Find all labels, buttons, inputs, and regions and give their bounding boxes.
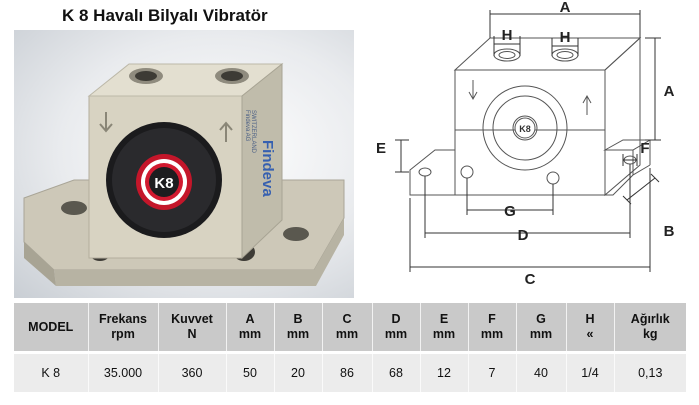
header-line2: mm xyxy=(335,327,359,341)
header-line1: Frekans xyxy=(99,312,147,326)
header-h: H« xyxy=(566,303,615,353)
header-line2: mm xyxy=(529,327,553,341)
header-line2: mm xyxy=(432,327,456,341)
header-line2: mm xyxy=(238,327,262,341)
cell-c: 86 xyxy=(322,351,373,392)
header-line1: G xyxy=(536,312,546,326)
cell-model: K 8 xyxy=(14,351,89,392)
dimension-drawing: A H H A E F G D C B K8 xyxy=(376,0,675,288)
cell-h: 1/4 xyxy=(566,351,615,392)
header-line2: mm xyxy=(286,327,310,341)
header-model: MODEL xyxy=(14,303,89,353)
table-row: K 8 35.000 360 50 20 86 68 12 7 40 1/4 0… xyxy=(14,351,686,392)
header-line1: Kuvvet xyxy=(171,312,213,326)
cell-frequency: 35.000 xyxy=(88,351,159,392)
header-line2: « xyxy=(586,327,594,341)
dim-label-e: E xyxy=(376,140,386,157)
header-line1: MODEL xyxy=(28,319,74,334)
dim-label-c: C xyxy=(525,271,536,288)
dim-label-h-left: H xyxy=(502,27,513,44)
cell-g: 40 xyxy=(516,351,567,392)
cell-b: 20 xyxy=(274,351,323,392)
side-text-company: Findeva AG xyxy=(244,110,250,142)
header-line1: C xyxy=(342,312,352,326)
header-line1: A xyxy=(245,312,255,326)
header-line2: N xyxy=(187,327,197,341)
brand-text: Findeva xyxy=(259,140,276,197)
header-line1: H xyxy=(585,312,595,326)
cell-weight: 0,13 xyxy=(614,351,686,392)
cell-e: 12 xyxy=(420,351,469,392)
dim-label-a-top: A xyxy=(560,0,571,16)
dim-label-f: F xyxy=(640,140,649,157)
side-text-country: SWITZERLAND xyxy=(250,110,256,154)
cell-f: 7 xyxy=(468,351,517,392)
header-line1: B xyxy=(293,312,303,326)
vibrator-illustration: K8 Findeva SWITZERLAND Findeva AG xyxy=(23,62,345,286)
page-title: K 8 Havalı Bilyalı Vibratör xyxy=(62,6,268,25)
dim-label-b: B xyxy=(664,223,675,240)
dim-label-d: D xyxy=(518,227,529,244)
cell-d: 68 xyxy=(372,351,421,392)
product-photo: K8 Findeva SWITZERLAND Findeva AG xyxy=(14,30,354,298)
header-line2: kg xyxy=(642,327,658,341)
dim-label-a-right: A xyxy=(664,83,675,100)
dim-label-h-right: H xyxy=(560,29,571,46)
cell-force: 360 xyxy=(158,351,227,392)
header-line1: E xyxy=(439,312,449,326)
cell-a: 50 xyxy=(226,351,275,392)
header-line1: Ağırlık xyxy=(630,312,670,326)
dim-label-g: G xyxy=(504,203,516,220)
badge-label: K8 xyxy=(154,175,173,192)
header-line1: F xyxy=(488,312,496,326)
technical-drawing: A H H A E F G D C B K8 xyxy=(365,0,699,300)
header-line1: D xyxy=(391,312,401,326)
header-line2: rpm xyxy=(111,327,135,341)
header-line2: mm xyxy=(480,327,504,341)
header-line2: mm xyxy=(384,327,408,341)
drawing-badge: K8 xyxy=(519,124,531,134)
